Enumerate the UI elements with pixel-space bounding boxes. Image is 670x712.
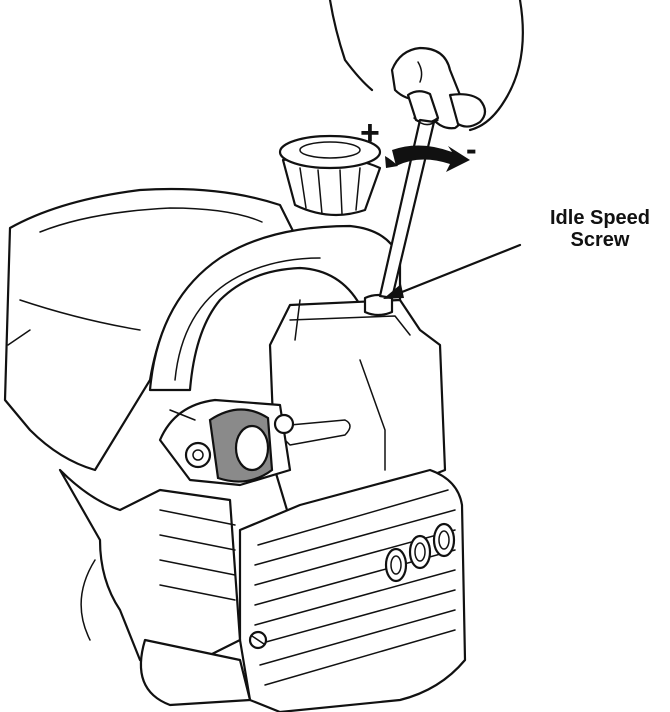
screwdriver-in-hand — [328, 0, 524, 300]
fuel-cap — [278, 134, 382, 217]
primer-bulb — [208, 408, 295, 483]
idle-speed-screw-label: Idle Speed Screw — [530, 207, 670, 251]
callout-line-2: Screw — [570, 229, 630, 251]
decrease-symbol: - — [466, 131, 477, 167]
increase-symbol: + — [360, 114, 380, 152]
leader-arrow — [383, 243, 522, 299]
callout-line-1: Idle Speed — [549, 207, 651, 229]
rotation-arrow — [385, 145, 470, 172]
engine-housing — [3, 134, 467, 712]
